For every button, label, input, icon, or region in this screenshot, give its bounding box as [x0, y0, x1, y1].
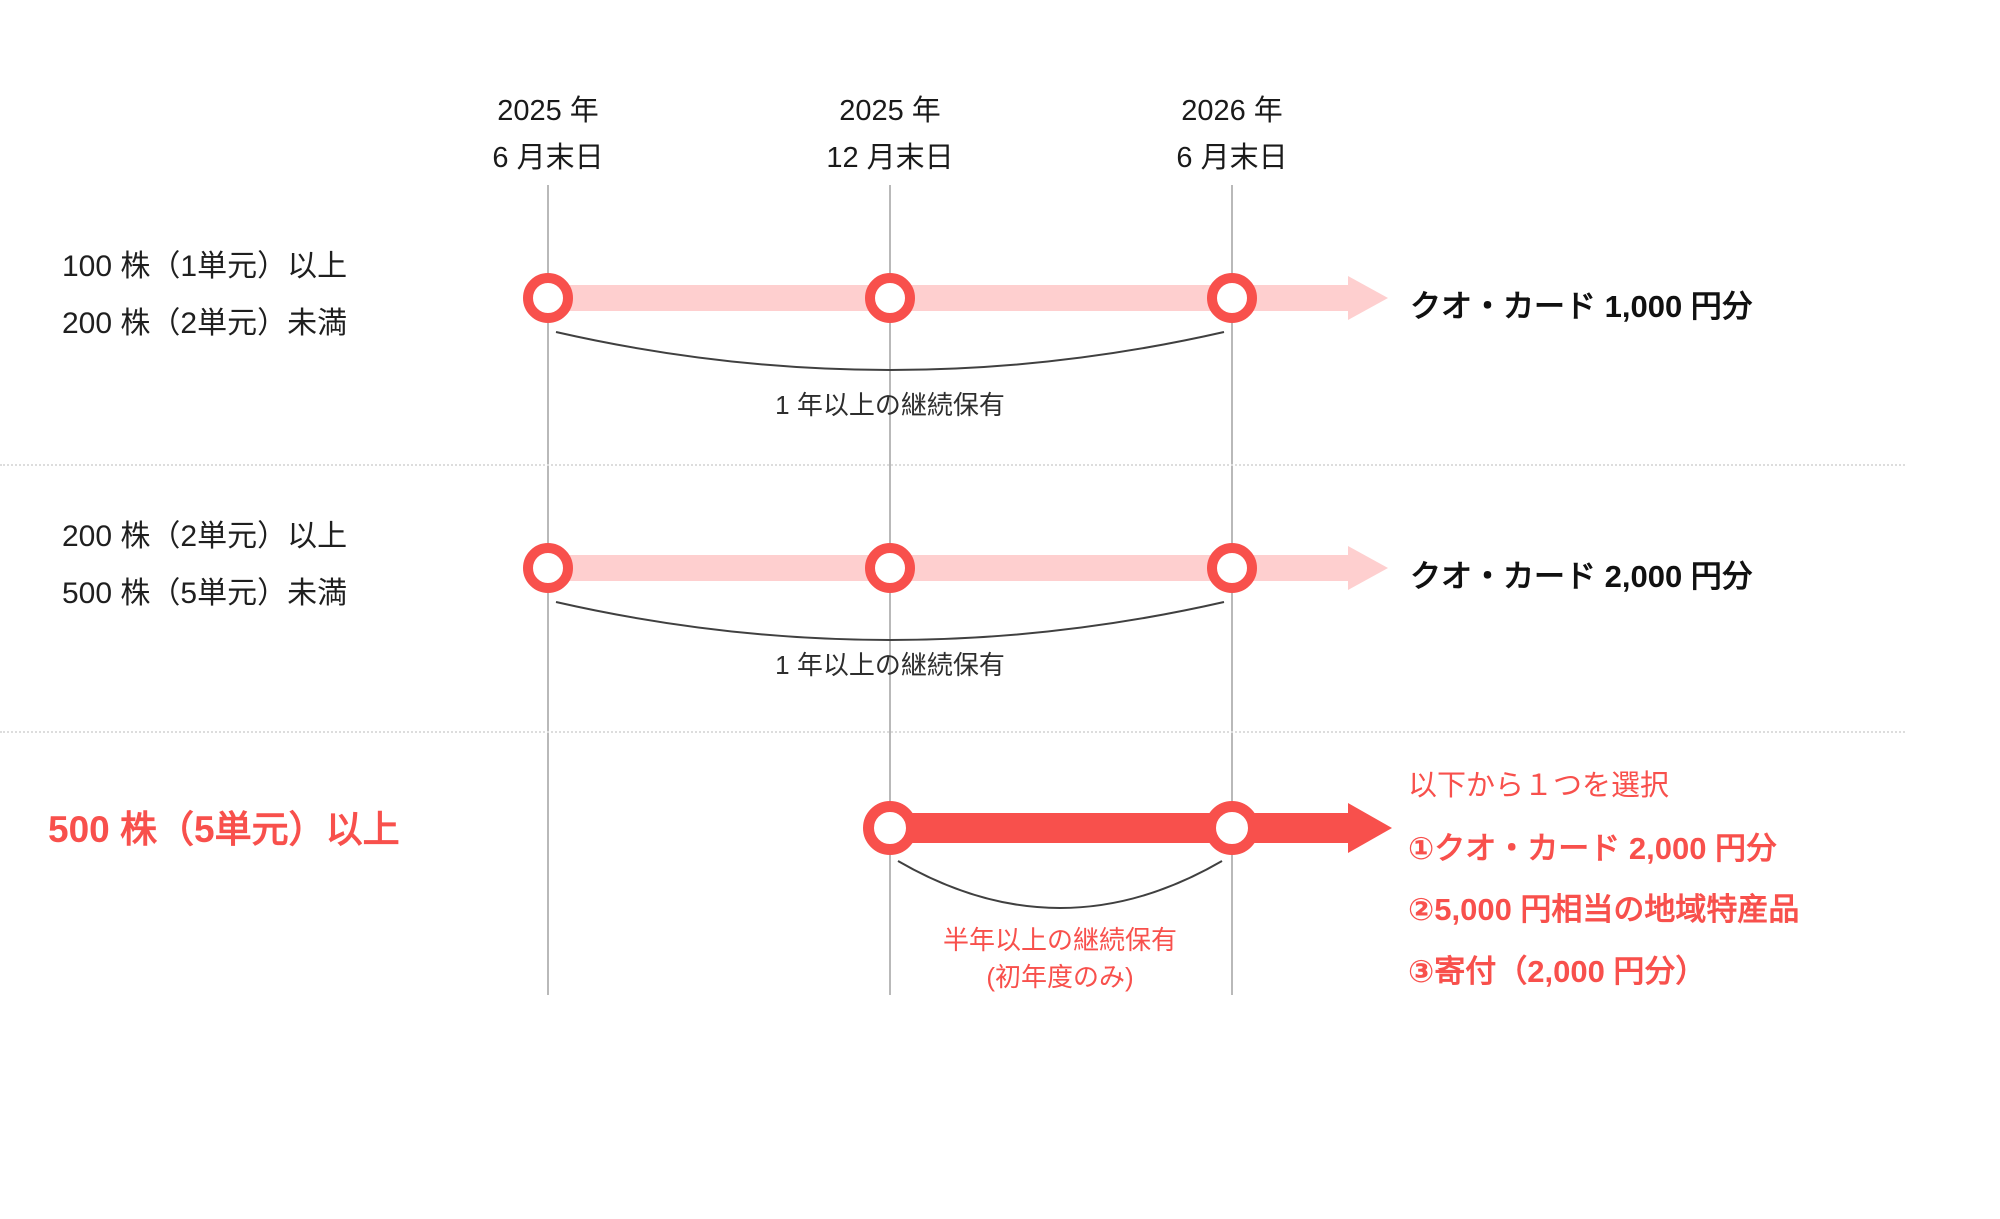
column-header-2025-jun: 2025 年 6 月末日 [398, 88, 698, 182]
tier3-choice-1: ①クオ・カード 2,000 円分 [1408, 831, 1778, 866]
tier2-milestone-dot-3 [1207, 543, 1257, 593]
tier1-label-line1: 100 株（1単元）以上 [62, 250, 348, 283]
tier3-holding-note-line2: (初年度のみ) [986, 962, 1134, 992]
column-header-date: 12 月末日 [826, 142, 954, 174]
column-header-2025-dec: 2025 年 12 月末日 [740, 88, 1040, 182]
tier3-choice-2: ②5,000 円相当の地域特産品 [1408, 892, 1800, 927]
tier1-milestone-dot-3 [1207, 273, 1257, 323]
tier1-arrow-head-icon [1348, 276, 1388, 320]
row-separator-2 [0, 731, 1905, 733]
tier2-milestone-dot-2 [865, 543, 915, 593]
tier3-label: 500 株（5単元）以上 [48, 809, 400, 850]
tier3-brace-curve [897, 860, 1223, 909]
tier3-holding-note-line1: 半年以上の継続保有 [942, 925, 1177, 955]
tier3-milestone-dot-1 [863, 801, 917, 855]
tier2-brace-curve [555, 601, 1225, 641]
column-header-date: 6 月末日 [492, 142, 604, 174]
tier2-label-line1: 200 株（2単元）以上 [62, 520, 348, 553]
tier3-timeline-bar [890, 813, 1348, 843]
tier2-arrow-head-icon [1348, 546, 1388, 590]
tier1-label: 100 株（1単元）以上 200 株（2単元）未満 [62, 238, 492, 352]
tier2-milestone-dot-1 [523, 543, 573, 593]
column-header-year: 2025 年 [839, 95, 941, 127]
tier2-holding-note: 1 年以上の継続保有 [775, 650, 1005, 680]
column-header-2026-jun: 2026 年 6 月末日 [1082, 88, 1382, 182]
tier1-holding-note: 1 年以上の継続保有 [775, 390, 1005, 420]
tier1-label-line2: 200 株（2単元）未満 [62, 307, 348, 340]
tier2-label-line2: 500 株（5単元）未満 [62, 577, 348, 610]
tier3-arrow-head-icon [1348, 803, 1392, 853]
tier1-brace-curve [555, 331, 1225, 371]
tier3-choice-3: ③寄付（2,000 円分） [1408, 954, 1707, 989]
tier2-label: 200 株（2単元）以上 500 株（5単元）未満 [62, 508, 492, 622]
column-header-date: 6 月末日 [1176, 142, 1288, 174]
tier3-holding-note: 半年以上の継続保有 (初年度のみ) [860, 922, 1260, 996]
row-separator-1 [0, 464, 1905, 466]
tier1-milestone-dot-1 [523, 273, 573, 323]
tier3-choice-header: 以下から１つを選択 [1408, 770, 1670, 802]
column-header-year: 2025 年 [497, 95, 599, 127]
tier3-milestone-dot-2 [1205, 801, 1259, 855]
tier1-reward-text: クオ・カード 1,000 円分 [1410, 289, 1753, 324]
column-header-year: 2026 年 [1181, 95, 1283, 127]
tier2-reward-text: クオ・カード 2,000 円分 [1410, 559, 1753, 594]
tier1-milestone-dot-2 [865, 273, 915, 323]
